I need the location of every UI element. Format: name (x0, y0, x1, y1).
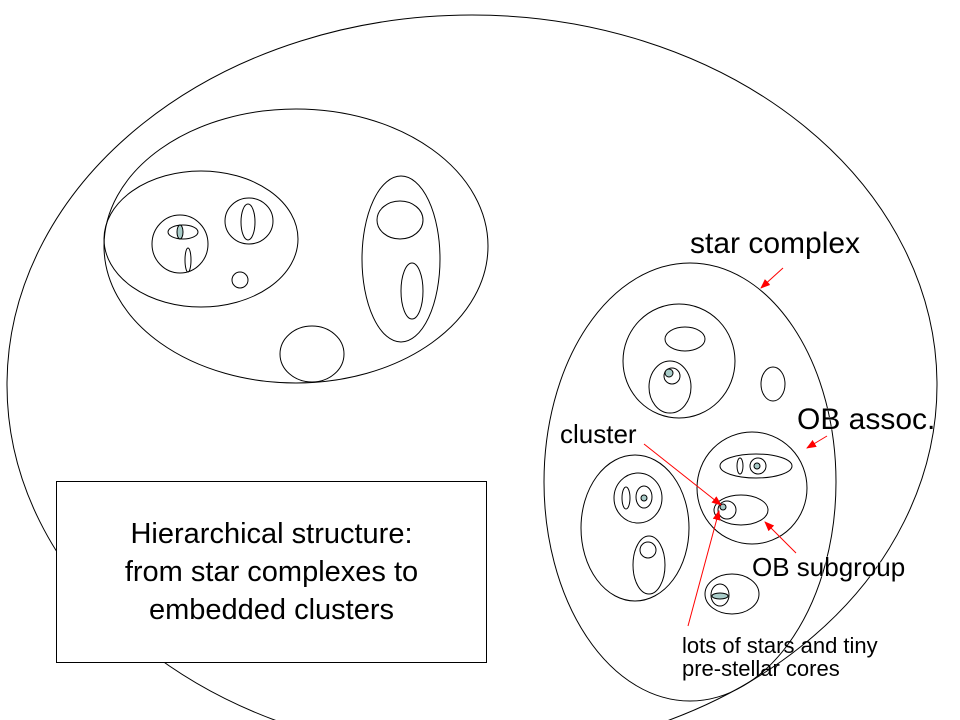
left-star-complex (103, 108, 489, 384)
right-lower-left-sub-a (613, 472, 663, 524)
title-line-3: embedded clusters (148, 594, 395, 626)
right-ob-core-2 (753, 462, 761, 470)
right-lower-left-cluster-a (621, 486, 631, 510)
left-subgroup-b (224, 197, 274, 245)
left-cluster-a-vertical (184, 247, 192, 273)
right-bottom-core (711, 592, 729, 600)
right-lower-left-assoc (580, 454, 690, 602)
right-upper-cluster (663, 367, 681, 385)
left-vertical-assoc (361, 175, 441, 343)
right-ob-cluster-3 (717, 500, 737, 520)
arrow-star-complex (760, 267, 784, 289)
left-round-group (279, 325, 345, 383)
left-vertical-sub-bottom (400, 262, 424, 320)
right-ob-subgroup (713, 494, 769, 526)
right-lower-left-sub-b (632, 535, 666, 595)
arrow-cluster (643, 443, 722, 506)
left-core-a (176, 224, 184, 240)
left-cluster-b (240, 203, 256, 241)
title-line-2: from star complexes to (124, 556, 419, 588)
right-lower-left-core (640, 494, 648, 502)
label-ob-assoc: OB assoc. (797, 403, 935, 436)
right-ob-sub-top (719, 453, 793, 479)
right-upper-sub-a (664, 326, 706, 352)
left-subgroup-a (151, 214, 209, 274)
left-ob-assoc-ellipse (103, 170, 299, 308)
title-line-1: Hierarchical structure: (130, 518, 413, 550)
right-complex-ellipse (543, 262, 837, 702)
label-cores-line1: lots of stars and tiny (682, 633, 878, 658)
label-star-complex: star complex (690, 227, 860, 260)
outer-cloud-ellipse (6, 14, 938, 720)
right-upper-sub-b (648, 360, 692, 414)
right-bottom-cluster (710, 583, 730, 607)
arrow-ob-subgroup (764, 521, 797, 554)
label-ob-subgroup: OB subgroup (752, 552, 905, 582)
right-ob-assoc (696, 431, 808, 545)
label-cluster: cluster (560, 419, 637, 449)
title-box: Hierarchical structure: from star comple… (56, 481, 487, 663)
left-cluster-a-horizontal (167, 224, 199, 240)
left-small-circle (231, 271, 249, 289)
right-ob-cluster-1 (736, 457, 744, 475)
arrow-cores (687, 510, 721, 627)
right-lone-ellipse (760, 366, 786, 402)
right-ob-cluster-2 (749, 457, 767, 475)
right-upper-assoc (622, 303, 736, 419)
arrow-ob-assoc (806, 435, 828, 449)
label-cores-line2: pre-stellar cores (682, 656, 840, 681)
right-lower-left-cluster-c (639, 541, 657, 559)
left-vertical-sub-top (376, 200, 424, 240)
right-lower-left-cluster-b (635, 485, 653, 509)
right-bottom-group (704, 573, 760, 615)
right-star-complex (543, 262, 837, 702)
left-complex-ellipse (103, 108, 489, 384)
right-upper-core (664, 368, 674, 378)
